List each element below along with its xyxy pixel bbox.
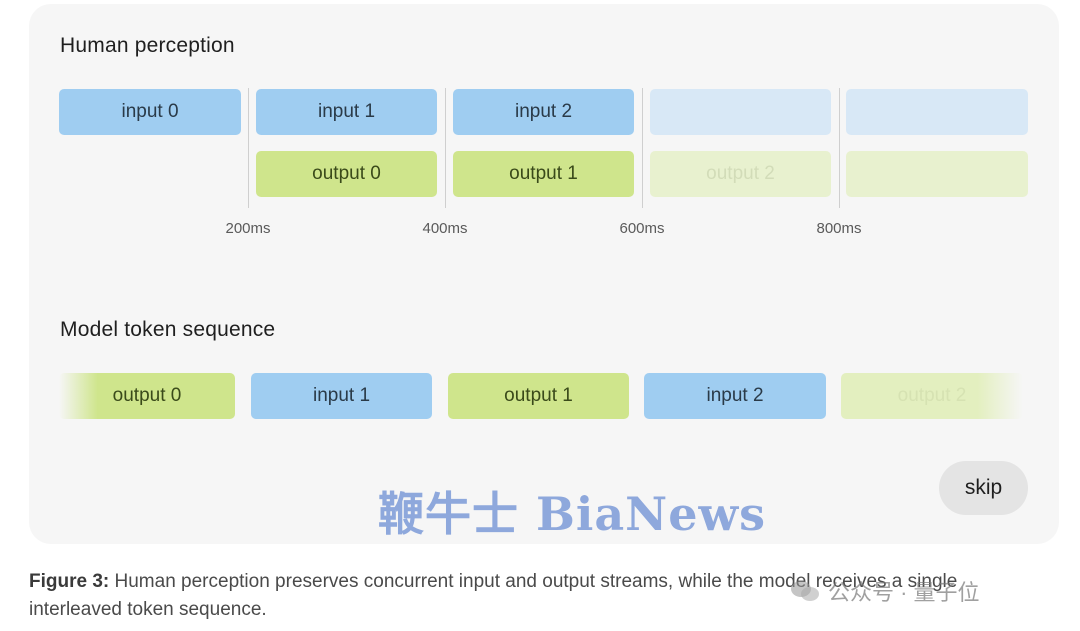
model-token-2: output 1: [448, 373, 629, 419]
human-input-3: [650, 89, 831, 135]
tick-label-200ms: 200ms: [225, 220, 271, 237]
model-token-3: input 2: [644, 373, 826, 419]
time-divider-400: [445, 88, 446, 208]
human-input-0: input 0: [59, 89, 241, 135]
wechat-text: 公众号 · 量子位: [828, 580, 980, 605]
human-output-3: [846, 151, 1028, 197]
time-divider-200: [248, 88, 249, 208]
model-token-1: input 1: [251, 373, 432, 419]
human-output-1: output 1: [453, 151, 634, 197]
caption-label: Figure 3:: [29, 571, 110, 592]
tick-label-800ms: 800ms: [816, 220, 862, 237]
human-output-0: output 0: [256, 151, 437, 197]
figure-panel: Human perception input 0 input 1 input 2…: [29, 4, 1059, 544]
wechat-watermark: 公众号 · 量子位: [790, 575, 980, 607]
figure-caption: Figure 3: Human perception preserves con…: [29, 568, 1039, 624]
human-input-2: input 2: [453, 89, 634, 135]
human-output-2: output 2: [650, 151, 831, 197]
skip-button[interactable]: skip: [939, 461, 1028, 515]
tick-label-400ms: 400ms: [422, 220, 468, 237]
tick-label-600ms: 600ms: [619, 220, 665, 237]
time-divider-600: [642, 88, 643, 208]
model-token-4: output 2: [841, 373, 1023, 419]
caption-text: Human perception preserves concurrent in…: [29, 571, 958, 620]
time-divider-800: [839, 88, 840, 208]
model-token-sequence-title: Model token sequence: [60, 318, 276, 341]
human-input-1: input 1: [256, 89, 437, 135]
wechat-icon: [790, 579, 820, 603]
model-token-0: output 0: [59, 373, 235, 419]
human-perception-title: Human perception: [60, 34, 235, 57]
human-input-4: [846, 89, 1028, 135]
bianews-watermark: 鞭牛士 BiaNews: [378, 487, 766, 541]
